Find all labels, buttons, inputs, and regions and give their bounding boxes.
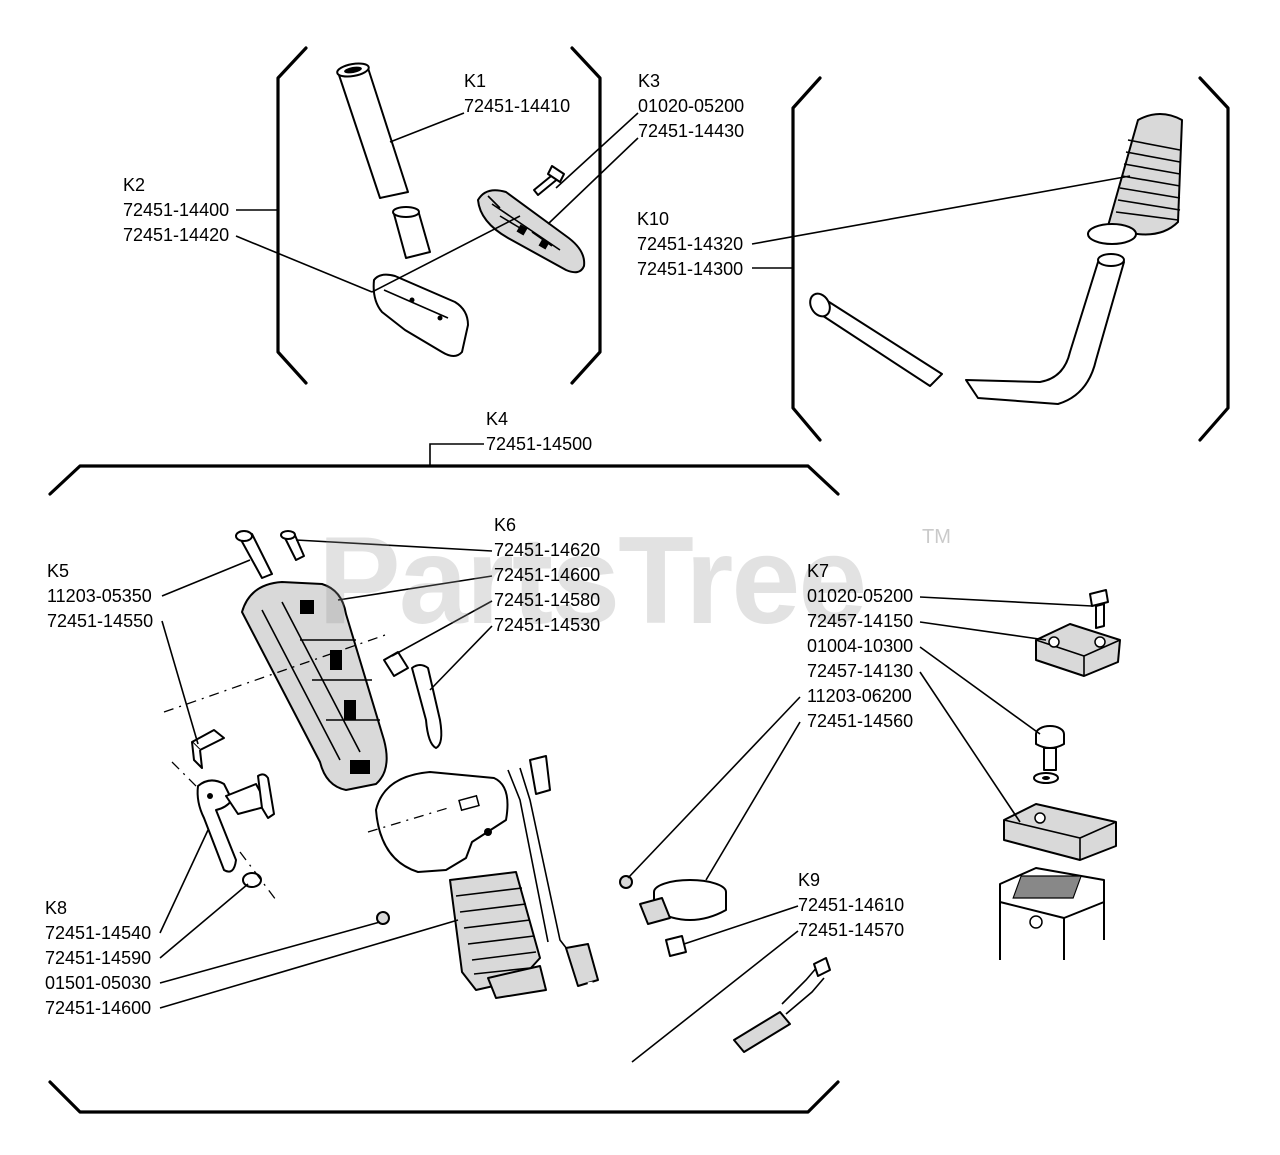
nut-part: [376, 911, 390, 925]
screws-top-part: [235, 530, 305, 579]
handle-half-left-part: [372, 273, 469, 357]
callout-label: K10: [637, 209, 670, 229]
part-number[interactable]: 72451-14430: [638, 121, 745, 141]
callout-label: K3: [638, 71, 661, 91]
shaft-housing-part: [999, 867, 1105, 960]
part-number[interactable]: 72451-14300: [637, 259, 744, 279]
upper-tube-part: [336, 62, 409, 199]
part-number[interactable]: 01020-05200: [638, 96, 745, 116]
part-number[interactable]: 72451-14600: [494, 565, 601, 585]
handle-half-right-part: [477, 189, 586, 274]
part-number[interactable]: 72457-14130: [807, 661, 914, 681]
group-k4-bracket: [48, 464, 840, 1114]
watermark-trademark: TM: [922, 526, 951, 548]
part-number[interactable]: 72451-14420: [123, 225, 230, 245]
throttle-cable-part: [507, 755, 831, 1075]
callout-label: K5: [47, 561, 70, 581]
part-number[interactable]: 72451-14500: [486, 434, 593, 454]
callout-k2: K2 72451-14400 72451-14420: [123, 173, 229, 248]
pin-part: [191, 729, 225, 769]
part-number[interactable]: 72451-14620: [494, 540, 601, 560]
callout-label: K9: [798, 870, 821, 890]
callout-label: K2: [123, 175, 146, 195]
leader-lines: [159, 112, 1131, 1063]
part-number[interactable]: 01004-10300: [807, 636, 914, 656]
callout-k9: K9 72451-14610 72451-14570: [798, 868, 904, 943]
part-number[interactable]: 11203-05350: [47, 586, 152, 606]
callout-k7: K7 01020-05200 72457-14150 01004-10300 7…: [807, 559, 913, 734]
part-number[interactable]: 72451-14560: [807, 711, 914, 731]
part-number[interactable]: 01020-05200: [807, 586, 914, 606]
part-number[interactable]: 72451-14530: [494, 615, 601, 635]
clamp-screw-part: [1033, 725, 1065, 784]
part-number[interactable]: 01501-05030: [45, 973, 152, 993]
callout-k5: K5 11203-05350 72451-14550: [47, 559, 153, 634]
callout-k6: K6 72451-14620 72451-14600 72451-14580 7…: [494, 513, 600, 638]
part-number[interactable]: 72451-14550: [47, 611, 154, 631]
group-k10-bracket: [791, 76, 1230, 442]
screw-part: [533, 165, 565, 196]
assembly-axis-lines: [163, 633, 449, 901]
part-number[interactable]: 72451-14540: [45, 923, 152, 943]
part-number[interactable]: 72451-14400: [123, 200, 230, 220]
part-number[interactable]: 72451-14610: [798, 895, 905, 915]
clamp-bolt-part: [1089, 589, 1109, 629]
watermark-text: PartsTree: [318, 512, 867, 650]
sleeve-part: [392, 206, 431, 259]
part-number[interactable]: 72451-14580: [494, 590, 601, 610]
clamp-base-part: [1003, 803, 1117, 861]
group-k2-bracket: [276, 46, 602, 385]
part-number[interactable]: 11203-06200: [807, 686, 912, 706]
callout-label: K7: [807, 561, 830, 581]
callout-label: K4: [486, 409, 509, 429]
callout-label: K6: [494, 515, 517, 535]
callout-k1: K1 72451-14410: [464, 69, 570, 119]
main-handle-part: [375, 771, 547, 999]
grip-part: [1087, 113, 1183, 245]
callout-label: K1: [464, 71, 487, 91]
part-number[interactable]: 72451-14570: [798, 920, 905, 940]
clamp-part: [619, 875, 727, 957]
straight-tube-part: [809, 292, 943, 387]
trigger-part: [196, 773, 275, 873]
callout-k10: K10 72451-14320 72451-14300: [637, 207, 743, 282]
callout-label: K8: [45, 898, 68, 918]
callout-k3: K3 01020-05200 72451-14430: [638, 69, 744, 144]
callout-k8: K8 72451-14540 72451-14590 01501-05030 7…: [45, 896, 151, 1021]
bent-tube-part: [965, 253, 1125, 405]
part-number[interactable]: 72451-14590: [45, 948, 152, 968]
part-number[interactable]: 72451-14320: [637, 234, 744, 254]
throttle-housing-left-part: [241, 581, 388, 791]
lever-parts: [383, 651, 443, 749]
part-number[interactable]: 72451-14600: [45, 998, 152, 1018]
clamp-cap-part: [1035, 623, 1121, 677]
callout-k4: K4 72451-14500: [486, 407, 592, 457]
part-number[interactable]: 72457-14150: [807, 611, 914, 631]
part-number[interactable]: 72451-14410: [464, 96, 571, 116]
